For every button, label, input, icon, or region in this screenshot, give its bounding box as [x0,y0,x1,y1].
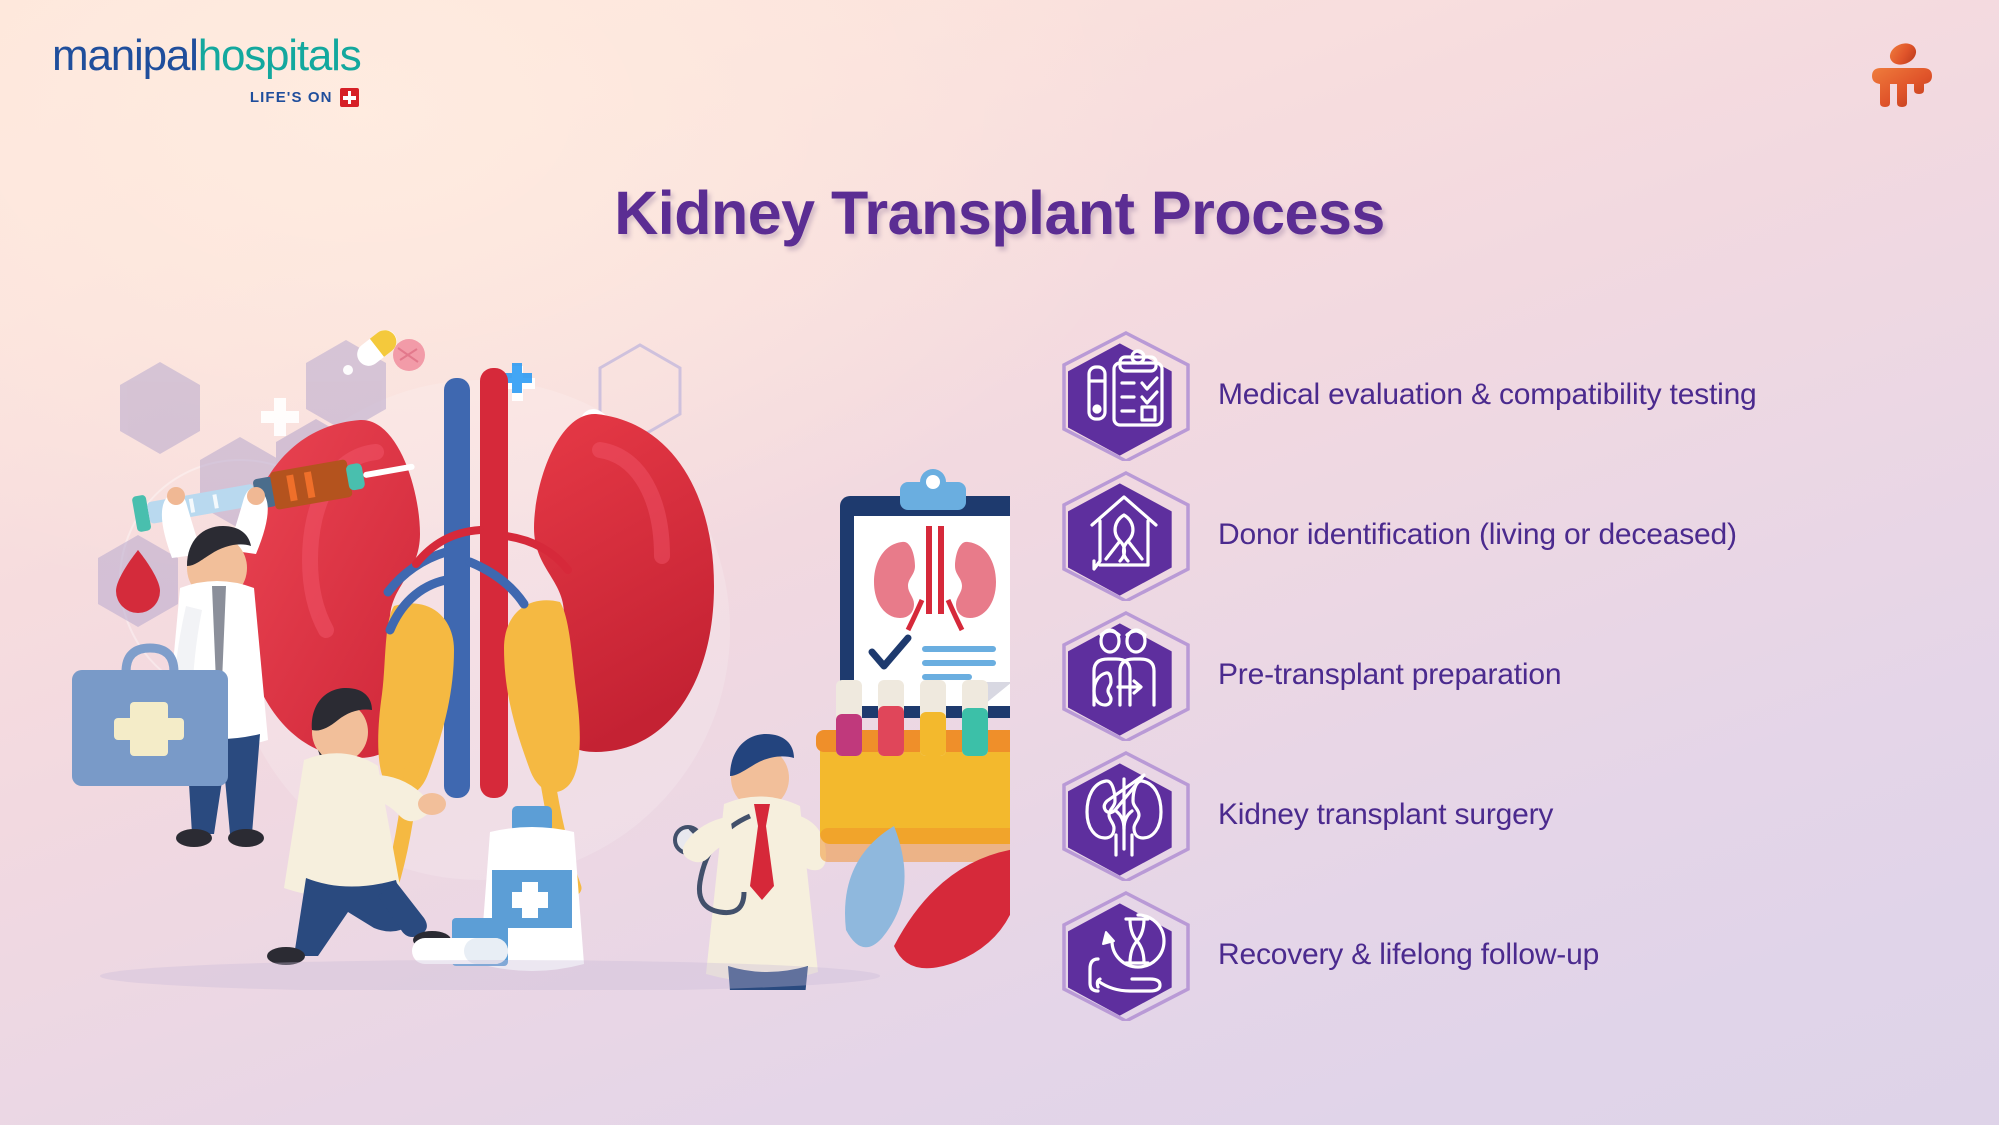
logo-wordmark: manipalhospitals [52,31,362,80]
brand-logo[interactable]: manipalhospitals LIFE'S ON [52,31,362,107]
step-badge [1062,329,1190,461]
logo-tagline: LIFE'S ON [249,89,333,106]
list-item[interactable]: Recovery & lifelong follow-up [1062,885,1962,1025]
kidney-transplant-scene-illustration [60,329,1036,1079]
step-badge [1062,609,1190,741]
logo-wordmark-manipal: manipal [52,31,199,80]
process-step-list: Medical evaluation & compatibility testi… [1062,325,1962,1025]
clipboard-checklist-test-tube-icon [1087,349,1164,427]
red-cross-icon [339,88,359,107]
list-item[interactable]: Kidney transplant surgery [1062,745,1962,885]
step-label: Medical evaluation & compatibility testi… [1218,378,1757,411]
kidneys-scalpel-icon [1085,773,1163,857]
house-awareness-ribbon-icon [1090,495,1158,571]
list-item[interactable]: Pre-transplant preparation [1062,605,1962,745]
step-label: Donor identification (living or deceased… [1218,518,1737,551]
logo-tagline-row: LIFE'S ON [52,88,361,107]
list-item[interactable]: Donor identification (living or deceased… [1062,465,1962,605]
step-label: Recovery & lifelong follow-up [1218,938,1600,971]
manipal-pillar-mark-icon [1863,38,1941,122]
logo-wordmark-hospitals: hospitals [197,31,362,80]
step-label: Pre-transplant preparation [1218,658,1562,691]
page-title: Kidney Transplant Process [614,179,1385,247]
step-badge [1062,889,1190,1021]
hand-hourglass-icon [1088,913,1166,993]
step-badge [1062,749,1190,881]
list-item[interactable]: Medical evaluation & compatibility testi… [1062,325,1962,465]
step-badge [1062,469,1190,601]
two-people-kidney-transfer-icon [1092,628,1156,707]
step-label: Kidney transplant surgery [1218,798,1554,831]
